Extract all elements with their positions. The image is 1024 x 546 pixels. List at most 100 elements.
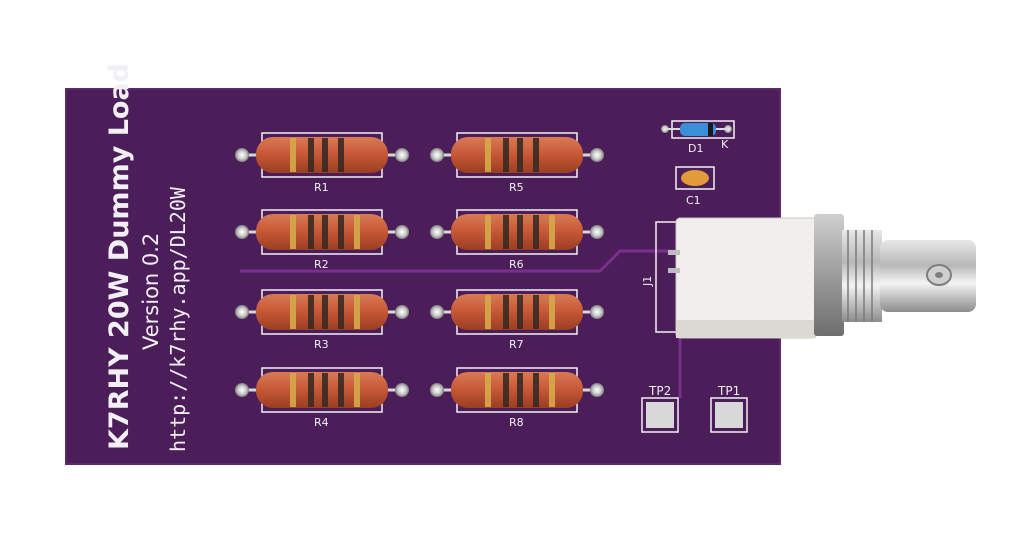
resistor-color-band [322,215,328,249]
resistor-pad-left [430,305,444,319]
resistor-color-band [290,295,296,329]
resistor-pad-right [395,305,409,319]
testpoint-tp1: TP1 [710,384,748,433]
resistor-color-band [503,138,509,172]
resistor-label: R7 [509,338,524,351]
resistor-r8: R8 [430,367,604,429]
resistor-pad-right [590,305,604,319]
resistor-pad-right [590,225,604,239]
resistor-pad-left [235,305,249,319]
capacitor-silk-outline [675,166,715,190]
resistor-color-band [485,295,491,329]
resistor-color-band [549,373,555,407]
resistor-r6: R6 [430,209,604,271]
resistor-color-band [338,373,344,407]
testpoint-tp1-pad [715,402,743,428]
resistor-color-band [503,295,509,329]
resistor-color-band [338,295,344,329]
resistor-color-band [338,138,344,172]
resistor-pad-left [430,148,444,162]
resistor-label: R1 [314,181,329,194]
resistor-label: R6 [509,258,524,271]
testpoint-tp1-label: TP1 [717,384,740,398]
diode-d1: D1 K [661,120,735,155]
board-title: K7RHY 20W Dummy Load [104,63,135,450]
resistor-color-band [308,215,314,249]
resistor-color-band [533,215,539,249]
diode-body [680,123,716,136]
resistor-color-band [549,295,555,329]
bnc-hex-nut [814,214,844,336]
resistor-pad-left [430,225,444,239]
resistor-r4: R4 [235,367,409,429]
capacitor-c1: C1 [675,166,715,207]
bnc-housing-shadow [676,320,816,338]
resistor-color-band [517,373,523,407]
resistor-pad-left [235,225,249,239]
pcb-board [66,89,780,464]
resistor-color-band [533,295,539,329]
resistor-pad-left [430,383,444,397]
capacitor-label: C1 [686,194,701,207]
resistor-r1: R1 [235,132,409,194]
board-url: http://k7rhy.app/DL20W [166,186,190,452]
resistor-color-band [517,295,523,329]
testpoint-tp2: TP2 [641,384,679,433]
resistor-color-band [533,138,539,172]
resistor-color-band [517,215,523,249]
diode-cathode-band [708,123,713,136]
resistor-color-band [533,373,539,407]
resistor-color-band [308,373,314,407]
diode-label: D1 [688,142,703,155]
bnc-pin-2 [668,268,680,273]
resistor-color-band [354,295,360,329]
resistor-pad-right [395,148,409,162]
board-version: Version 0.2 [139,233,163,350]
resistor-pad-right [590,148,604,162]
diode-pin-label: K [721,138,729,151]
resistor-color-band [549,215,555,249]
resistor-color-band [290,138,296,172]
resistor-label: R3 [314,338,329,351]
resistor-color-band [322,138,328,172]
resistor-label: R5 [509,181,524,194]
bnc-pin-1 [668,250,680,255]
capacitor-body [681,170,709,186]
testpoint-tp2-label: TP2 [648,384,671,398]
resistor-r3: R3 [235,289,409,351]
resistor-r7: R7 [430,289,604,351]
resistor-color-band [308,138,314,172]
resistor-color-band [308,295,314,329]
resistor-r5: R5 [430,132,604,194]
resistor-label: R8 [509,416,524,429]
resistor-color-band [290,373,296,407]
bnc-bayonet-pin-hole [935,272,943,278]
resistor-color-band [485,215,491,249]
bnc-threads [847,230,873,322]
resistor-color-band [485,138,491,172]
bnc-connector [668,214,976,339]
resistor-color-band [290,215,296,249]
connector-label: J1 [641,276,654,287]
resistor-label: R2 [314,258,329,271]
resistor-pad-right [395,225,409,239]
resistor-color-band [338,215,344,249]
resistor-color-band [503,373,509,407]
resistor-color-band [354,373,360,407]
resistor-color-band [503,215,509,249]
resistor-pad-left [235,383,249,397]
resistor-color-band [485,373,491,407]
resistor-label: R4 [314,416,329,429]
testpoint-tp1-silk [710,397,748,433]
pcb-trace-main [240,249,690,273]
testpoint-tp2-silk [641,397,679,433]
resistor-color-band [517,138,523,172]
resistor-color-band [322,295,328,329]
testpoint-tp2-pad [646,402,674,428]
resistor-r2: R2 [235,209,409,271]
resistor-color-band [354,215,360,249]
resistor-pad-left [235,148,249,162]
resistor-pad-right [590,383,604,397]
